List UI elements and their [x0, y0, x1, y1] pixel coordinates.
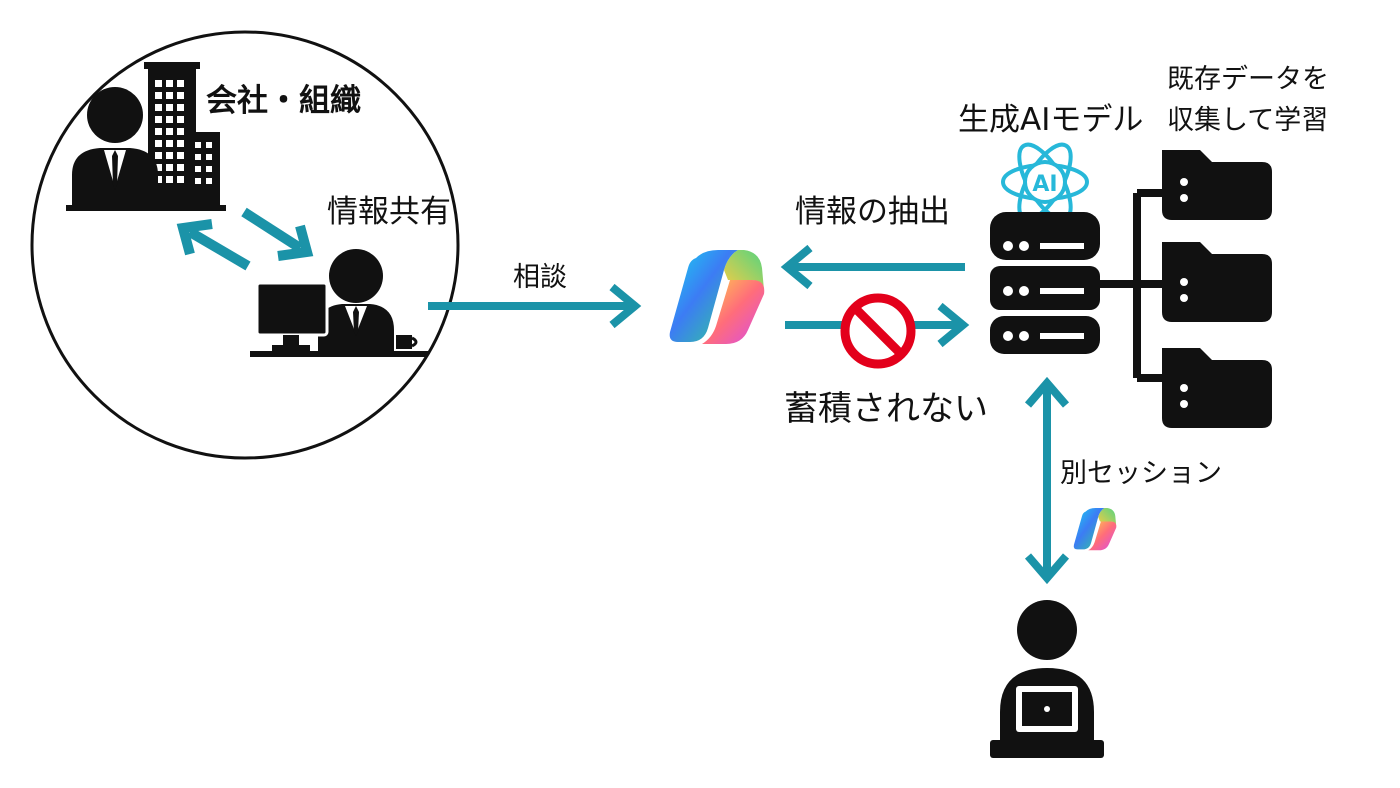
other-session-label: 別セッション: [1060, 458, 1222, 489]
session-arrow: [1024, 376, 1070, 585]
database-icon: [990, 212, 1100, 354]
ai-model-label: 生成AIモデル: [958, 102, 1144, 138]
copilot-logo-icon: [669, 250, 765, 344]
not-stored-label: 蓄積されない: [784, 389, 988, 429]
info-share-label: 情報共有: [327, 194, 451, 230]
collect-label-line1: 既存データを: [1167, 64, 1329, 95]
extract-label: 情報の抽出: [795, 194, 950, 230]
consult-arrow: [428, 283, 642, 329]
extract-arrow: [780, 244, 965, 290]
organization-circle: [30, 30, 460, 460]
info-share-arrows: [176, 207, 314, 271]
office-worker-icon: [250, 249, 428, 357]
business-building-icon: [66, 62, 226, 211]
folder-icon: [1162, 242, 1272, 322]
company-label: 会社・組織: [206, 83, 361, 119]
folder-icon: [1162, 150, 1272, 220]
ai-badge-text: AI: [1032, 172, 1057, 197]
copilot-logo-small-icon: [1073, 508, 1117, 551]
collect-label-line2: 収集して学習: [1167, 105, 1329, 136]
prohibited-icon: [840, 293, 916, 369]
folder-icon: [1162, 348, 1272, 428]
consult-label: 相談: [513, 262, 567, 293]
folder-connector: [1100, 189, 1165, 382]
laptop-user-icon: [990, 600, 1104, 758]
